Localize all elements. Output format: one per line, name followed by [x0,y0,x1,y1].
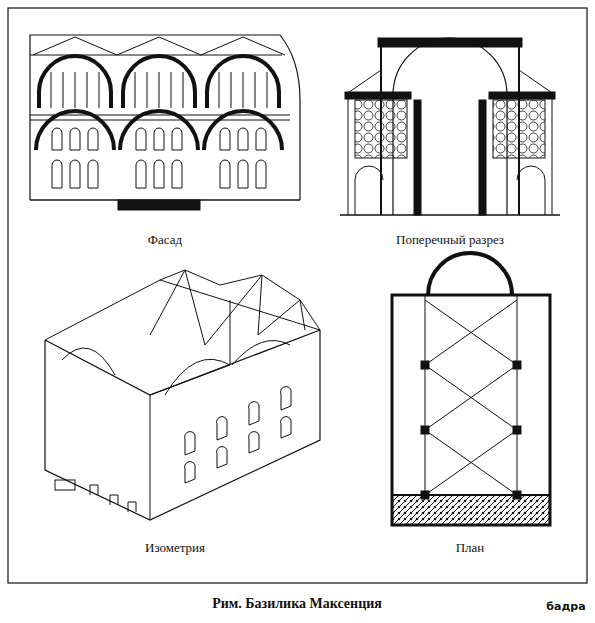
cross-section-drawing [340,38,560,215]
pier [513,491,521,499]
window [281,417,291,438]
pier [513,361,521,369]
pier [513,426,521,434]
window [217,447,227,468]
window [281,387,291,410]
pier [421,361,429,369]
facade-bay [201,37,285,188]
view-label: План [454,540,487,556]
pier [421,426,429,434]
view-label: Поперечный разрез [394,232,506,248]
window [185,462,195,483]
window [217,417,227,440]
window [185,432,195,455]
caption: Рим. Базилика Максенция [210,596,384,612]
isometric-drawing [45,270,320,520]
facade-bay [33,37,117,188]
frame [8,8,587,583]
watermark: бадра [544,600,587,613]
window [249,402,259,425]
view-label: Фасад [146,232,184,248]
facade-drawing [30,35,300,210]
view-label: Изометрия [143,540,207,556]
pier [421,491,429,499]
facade-bay [117,37,201,188]
window [249,432,259,453]
plan-drawing [392,253,550,525]
